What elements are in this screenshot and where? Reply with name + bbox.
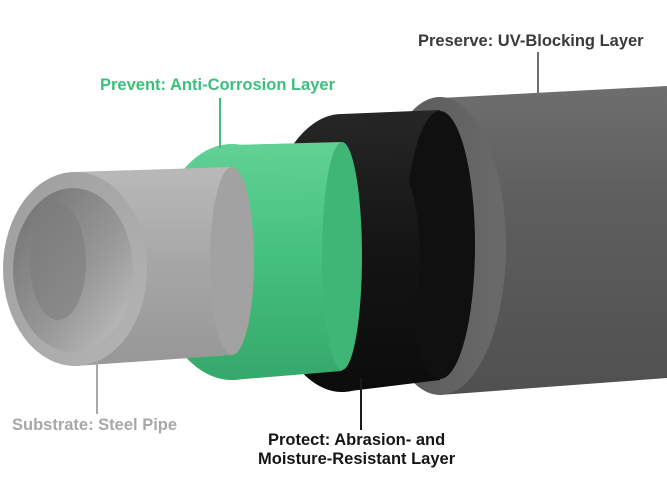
uv-layer-label: Preserve: UV-Blocking Layer (418, 32, 644, 50)
corrosion-layer-label: Prevent: Anti-Corrosion Layer (100, 76, 336, 94)
steel-substrate-pipe (3, 167, 254, 366)
substrate-label: Substrate: Steel Pipe (12, 416, 178, 434)
protect-label-line-1: Protect: Abrasion- and (267, 431, 446, 449)
protect-label-line-2: Moisture-Resistant Layer (258, 450, 456, 469)
protect-layer-label: Protect: Abrasion- and Moisture-Resistan… (258, 431, 455, 470)
